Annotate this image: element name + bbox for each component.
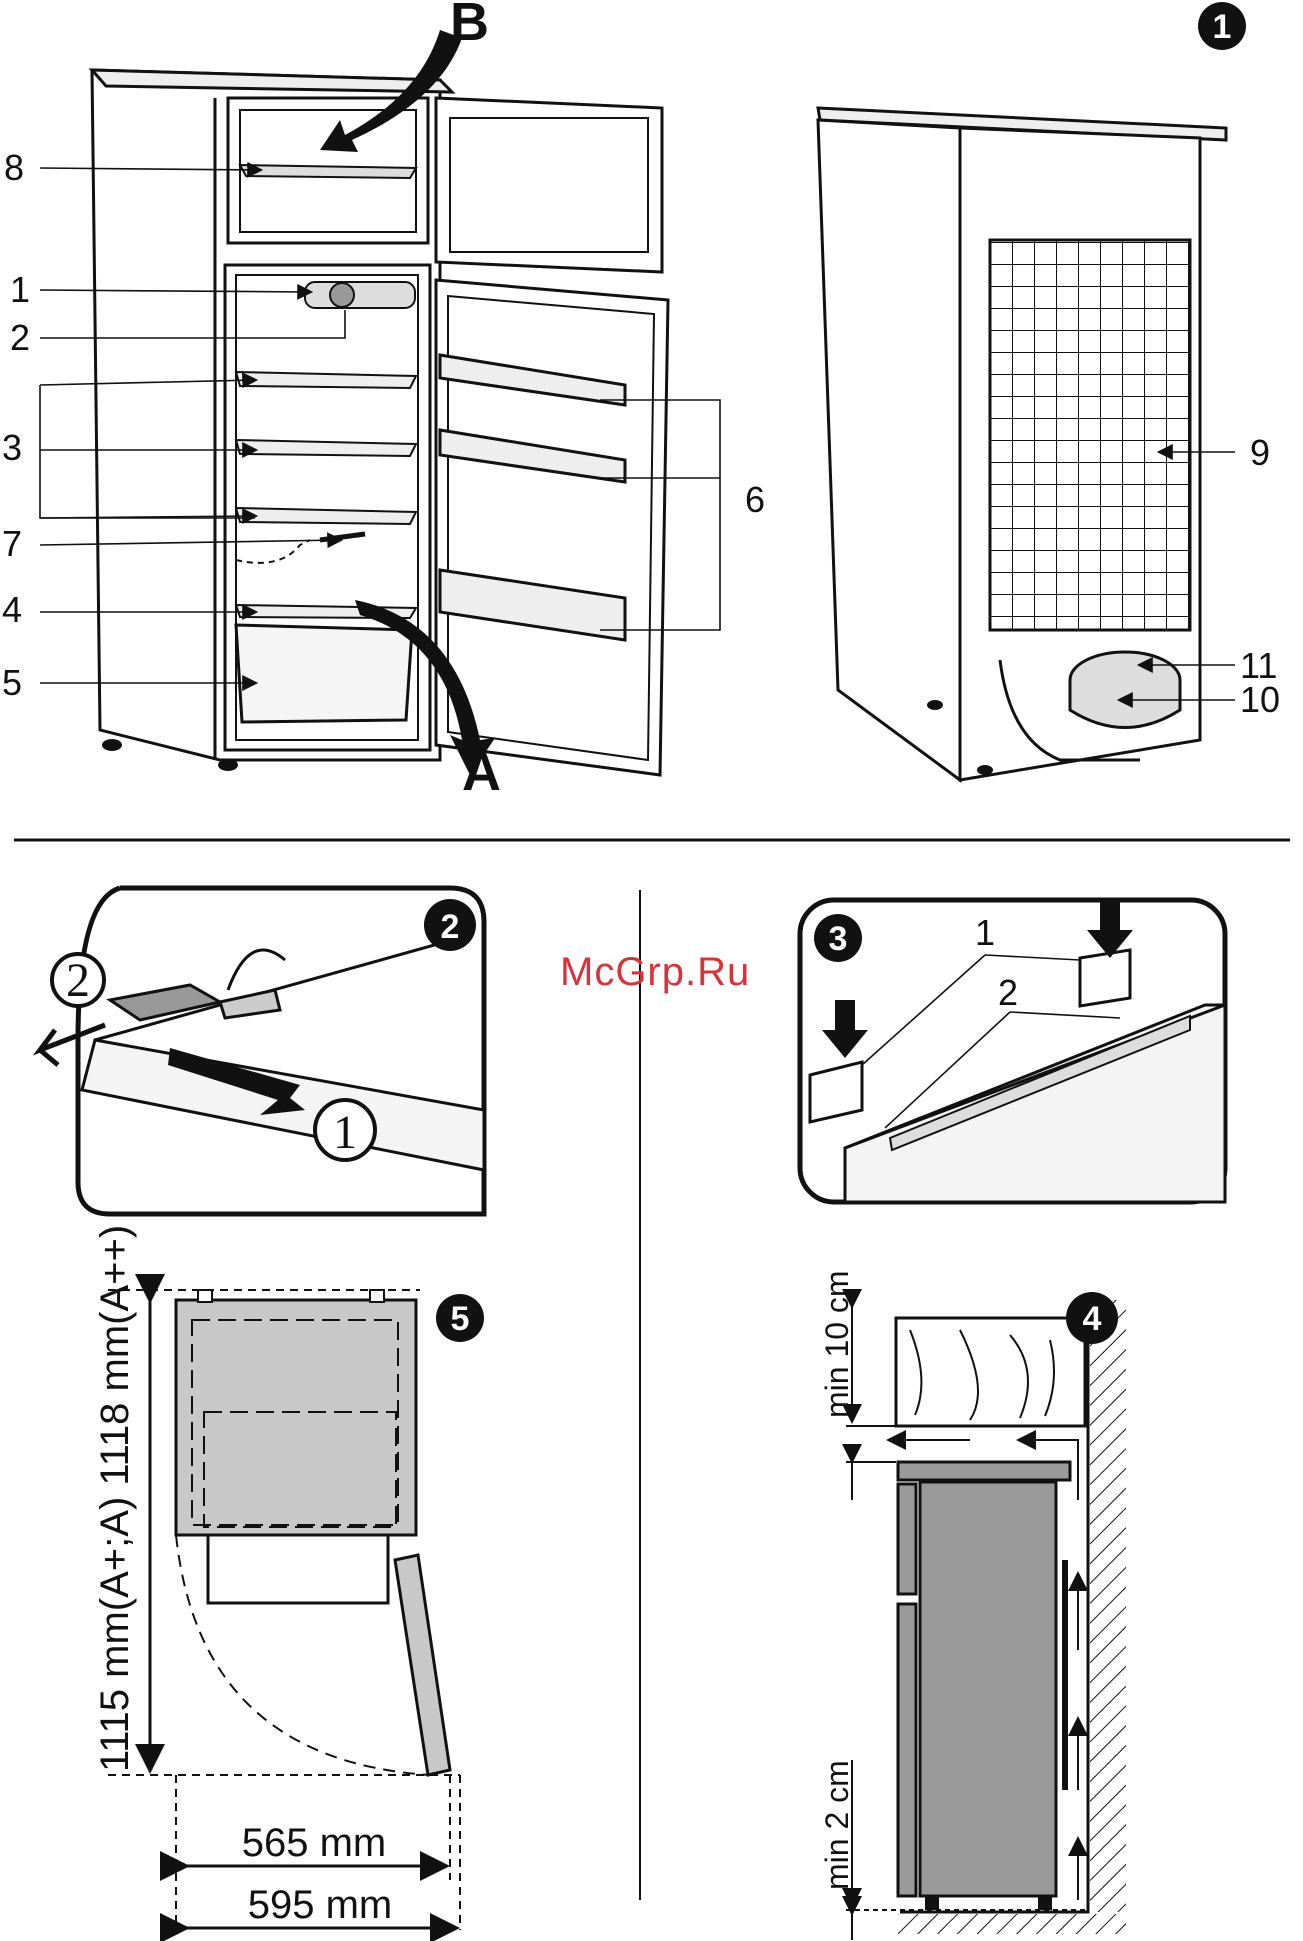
- callout-8: 8: [4, 147, 24, 188]
- figure-3-badge-text: 3: [829, 920, 848, 958]
- wall: [1090, 1300, 1126, 1912]
- figure-1-front-view: B A 8 1 2 3 7 4 5 6: [2, 0, 765, 802]
- figure-1-rear-view: 9 11 10: [818, 108, 1280, 780]
- step-1-label: 1: [333, 1106, 357, 1159]
- figure-2-panel: 2 1: [40, 888, 484, 1214]
- figure-4-panel: min 10 cm min 2 cm: [819, 1270, 1126, 1940]
- figure-3-label-1: 1: [975, 912, 995, 953]
- open-door: [395, 1555, 450, 1775]
- callout-5: 5: [2, 662, 22, 703]
- figure-3-panel: 1 2: [800, 900, 1225, 1202]
- top-clearance-label: min 10 cm: [819, 1270, 855, 1418]
- arrow-b-label: B: [450, 0, 489, 52]
- figure-3-label-2: 2: [998, 972, 1018, 1013]
- height-label: 1115 mm(A+;A) 1118 mm(A++): [93, 1225, 137, 1772]
- callout-4: 4: [2, 589, 22, 630]
- shelf: [236, 372, 416, 388]
- width-label-outer: 595 mm: [248, 1883, 393, 1927]
- drawer-outline: [208, 1535, 388, 1603]
- callout-2: 2: [10, 317, 30, 358]
- watermark: McGrp.Ru: [560, 950, 750, 994]
- callout-10: 10: [1240, 679, 1280, 720]
- floor: [898, 1914, 1126, 1934]
- figure-5-badge-text: 5: [451, 1300, 470, 1338]
- arrow-a-label: A: [462, 742, 501, 802]
- callout-9: 9: [1250, 432, 1270, 473]
- fridge-top-view: [176, 1300, 416, 1535]
- figure-5-panel: 1115 mm(A+;A) 1118 mm(A++) 565 mm 595 mm: [93, 1225, 460, 1930]
- callout-6: 6: [745, 479, 765, 520]
- shelf: [236, 508, 416, 524]
- callout-7: 7: [2, 523, 22, 564]
- step-2-label: 2: [66, 954, 90, 1007]
- fridge-side-view: [920, 1482, 1056, 1896]
- fridge-door: [436, 280, 668, 775]
- fridge-top: [898, 1462, 1070, 1480]
- callout-3: 3: [2, 427, 22, 468]
- thermostat-cover: [110, 985, 220, 1020]
- rear-clearance-label: min 2 cm: [819, 1760, 855, 1890]
- callout-1: 1: [10, 269, 30, 310]
- thermostat-knob: [305, 282, 415, 308]
- wall-cabinet: [896, 1318, 1085, 1426]
- width-label-inner: 565 mm: [242, 1821, 387, 1865]
- shelf: [236, 440, 416, 456]
- hinge-cover: [1080, 950, 1130, 1006]
- figure-1-badge-text: 1: [1213, 8, 1232, 46]
- crisper-drawer: [236, 625, 412, 722]
- figure-4-badge-text: 4: [1083, 1300, 1102, 1338]
- condenser-grid: [990, 240, 1190, 630]
- figure-2-badge-text: 2: [441, 908, 460, 946]
- freezer-door: [436, 98, 662, 272]
